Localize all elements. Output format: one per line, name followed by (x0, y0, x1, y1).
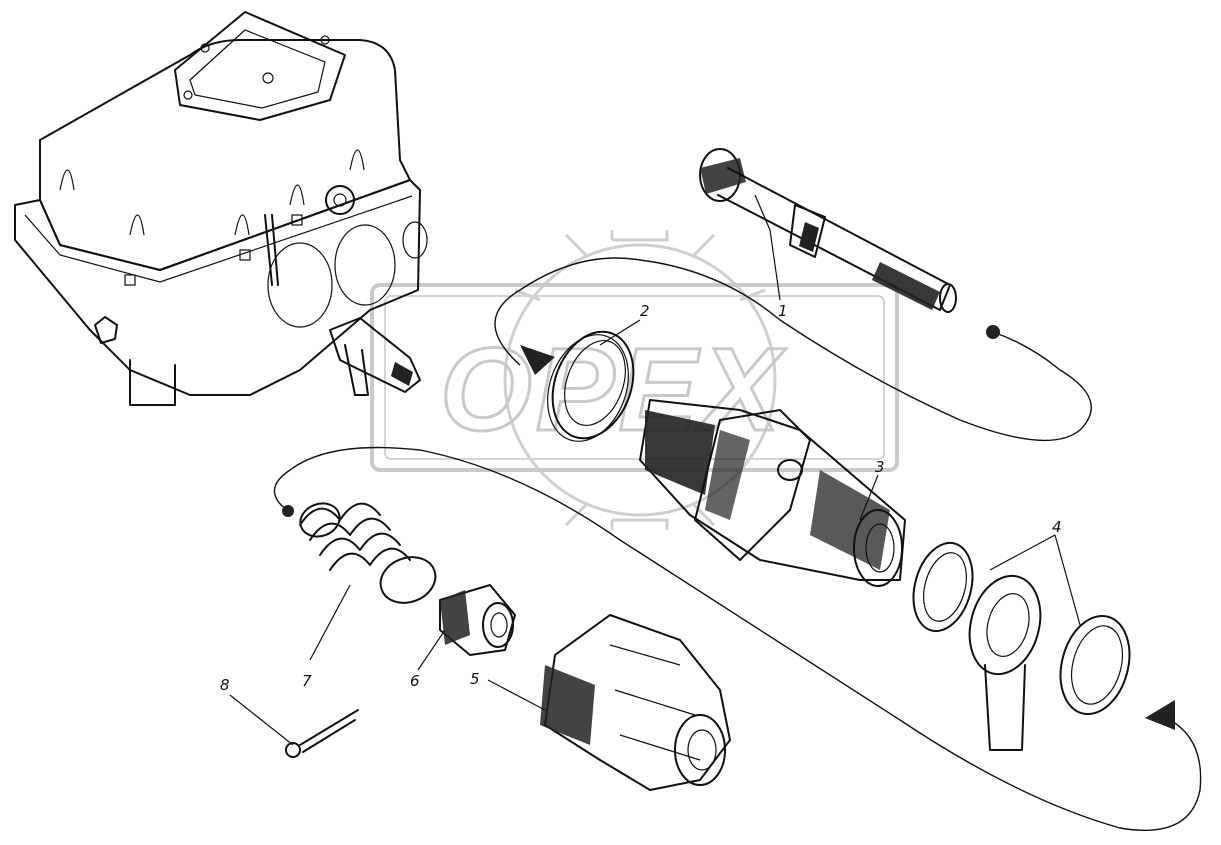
callout-2: 2 (640, 302, 650, 320)
part-7-spring (299, 502, 437, 604)
part-3-valve-body (639, 399, 906, 587)
callout-labels: 1 2 3 4 5 6 7 8 (220, 302, 1062, 694)
part-8-cotter-pin (285, 709, 359, 758)
arrow-lower-icon (1145, 700, 1175, 730)
assembly-lines (273, 257, 1202, 832)
dot-upper-icon (986, 325, 1000, 339)
callout-7: 7 (302, 672, 312, 690)
part-1-banjo-bolt (699, 148, 957, 313)
callout-5: 5 (470, 670, 480, 688)
watermark-frame-inner (384, 295, 885, 460)
dot-lower-icon (282, 505, 294, 517)
engine-assembly (14, 11, 428, 406)
callout-1: 1 (778, 302, 788, 320)
callout-3: 3 (875, 458, 885, 476)
part-6-valve-seat (439, 584, 516, 656)
callout-8: 8 (220, 676, 230, 694)
part-5-cap-nut (540, 614, 731, 791)
watermark-frame-outer (370, 283, 899, 472)
leader-lines (229, 194, 1081, 746)
callout-6: 6 (410, 672, 420, 690)
part-2-sealing-ring (547, 330, 635, 442)
callout-4: 4 (1052, 518, 1062, 536)
part-4-washers-and-banjo (912, 541, 1131, 751)
arrow-upper-icon (520, 345, 555, 375)
assembly-loop-lower (273, 446, 1202, 832)
assembly-loop-upper (494, 257, 1092, 442)
